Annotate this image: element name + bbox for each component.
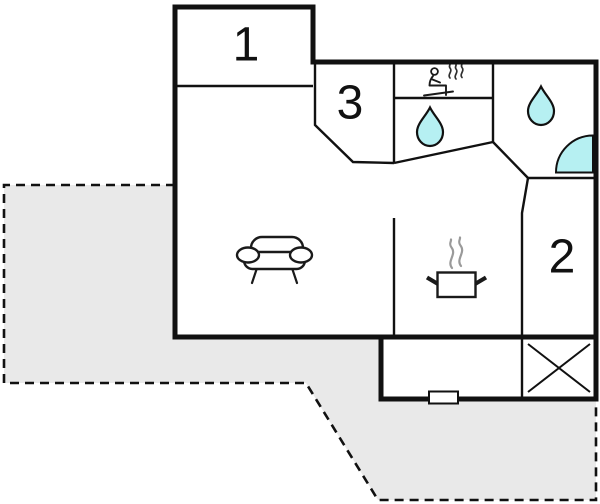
sauna-bench [423,90,454,97]
pot-handle-right [473,275,488,286]
sauna-person-arm [431,78,441,84]
room-1-label: 1 [233,19,260,72]
shower-diagonal-wall [393,140,494,165]
exterior-walls [172,4,599,402]
steam-icon [449,236,464,270]
water-drop-shape [415,105,445,148]
terrace-fill [4,185,596,500]
water-drop-icon [526,84,556,127]
sauna-person-body [428,75,447,96]
cooking-pot-icon [425,236,488,299]
water-drop-shape [526,84,556,127]
room-3-label: 3 [337,77,364,130]
pot-body [436,271,477,299]
room3-walls [313,62,395,165]
room-2-label: 2 [549,231,576,284]
terrace-dashed-border [2,183,598,502]
interior-walls [175,62,596,399]
pot-handle-left [425,275,440,286]
stairs-cross-icon [527,343,591,393]
sauna-icon [423,62,464,97]
sofa-legs [250,266,299,285]
sofa-armrest-left [235,246,261,264]
sofa-armrest-right [288,246,314,264]
door-swing-icon [554,134,594,174]
sauna-steam-lines [448,62,464,80]
sauna-person-head [430,67,439,76]
terrace-area [2,183,598,502]
water-drop-icon [415,105,445,148]
room2-left-wall [520,177,530,337]
entrance-door-icon [428,390,459,405]
bathroom-diagonal-wall [492,141,529,179]
house-outline-wall [172,4,599,402]
sofa-icon [235,235,314,285]
